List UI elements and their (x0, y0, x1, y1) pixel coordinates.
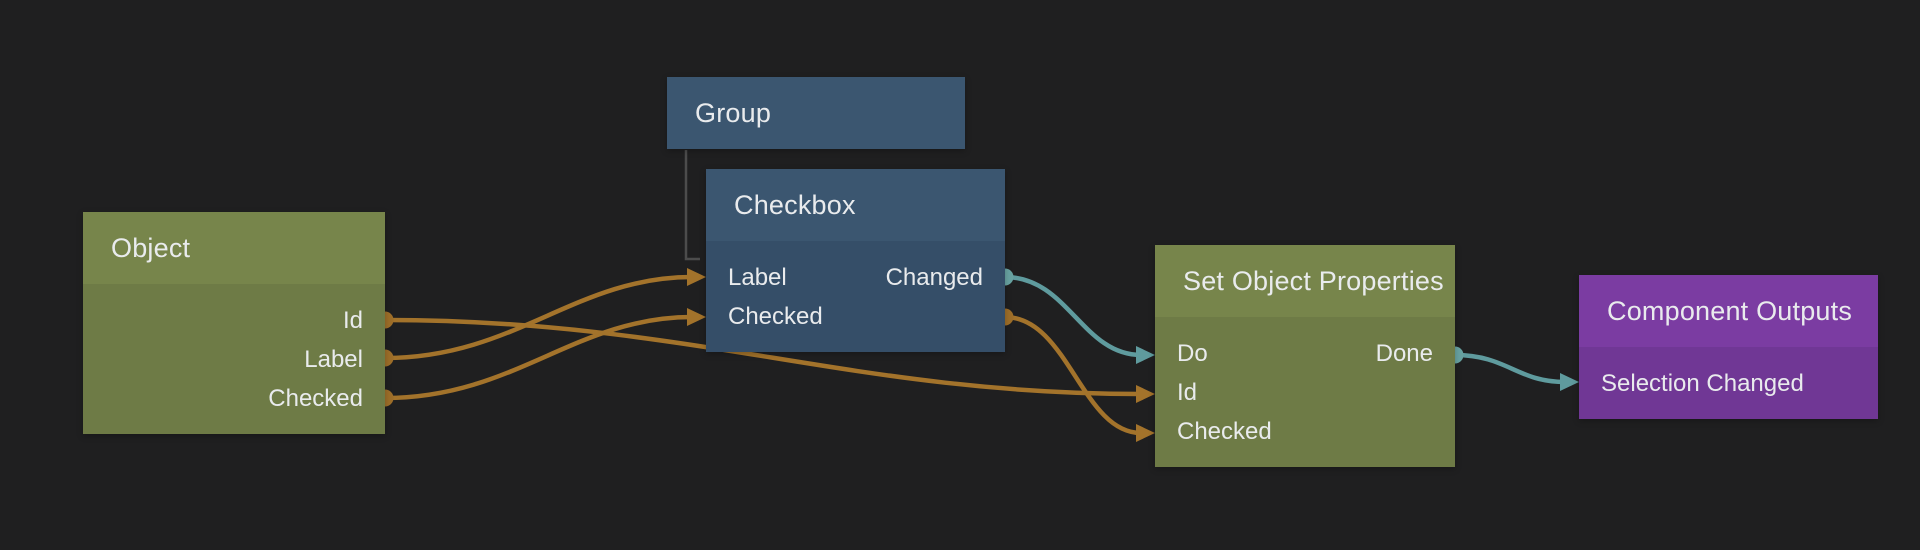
port-row: Do Done (1155, 334, 1455, 373)
port-sop-input-checked[interactable]: Checked (1177, 417, 1272, 445)
node-object-ports: Id Label Checked (83, 284, 385, 434)
port-row: Id (83, 301, 385, 340)
wire-object-checked-to-checkbox-checked[interactable] (384, 314, 693, 401)
port-object-output-checked[interactable]: Checked (268, 384, 363, 412)
wire-object-label-to-checkbox-label[interactable] (384, 274, 693, 361)
port-componentoutputs-input-selection-changed[interactable]: Selection Changed (1601, 369, 1804, 397)
node-object-header[interactable]: Object (83, 212, 385, 284)
port-object-output-id[interactable]: Id (342, 306, 363, 334)
port-sop-input-do[interactable]: Do (1177, 339, 1208, 367)
port-checkbox-output-changed[interactable]: Changed (885, 263, 983, 291)
port-sop-input-id[interactable]: Id (1177, 378, 1198, 406)
wire-checkbox-checked-to-setobjectproperties-checked[interactable] (1004, 314, 1142, 436)
port-checkbox-input-checked[interactable]: Checked (728, 302, 823, 330)
port-row: Checked (83, 379, 385, 418)
port-sop-output-done[interactable]: Done (1375, 339, 1433, 367)
node-set-object-properties-header[interactable]: Set Object Properties (1155, 245, 1455, 317)
node-checkbox-title: Checkbox (734, 189, 856, 220)
wire-arrowhead-setobjectproperties-checked (1136, 424, 1155, 442)
node-component-outputs[interactable]: Component Outputs Selection Changed (1579, 275, 1878, 419)
wire-object-id-to-setobjectproperties-id[interactable] (384, 317, 1142, 397)
port-row: Label (83, 340, 385, 379)
node-checkbox[interactable]: Checkbox Label Changed Checked (706, 169, 1005, 352)
wire-arrowhead-componentoutputs-selectionchanged (1560, 373, 1579, 391)
port-row: Checked (1155, 412, 1455, 451)
node-component-outputs-header[interactable]: Component Outputs (1579, 275, 1878, 347)
node-set-object-properties[interactable]: Set Object Properties Do Done Id Checked (1155, 245, 1455, 467)
wire-checkbox-changed-to-setobjectproperties-do[interactable] (1004, 274, 1142, 358)
node-group-title: Group (695, 97, 772, 128)
node-group-header[interactable]: Group (667, 77, 965, 149)
hierarchy-link-group-to-checkbox[interactable] (684, 150, 700, 261)
port-row: Label Changed (706, 258, 1005, 297)
node-component-outputs-title: Component Outputs (1607, 295, 1853, 326)
port-row: Checked (706, 297, 1005, 336)
wire-setobjectproperties-done-to-componentoutputs-selectionchanged[interactable] (1454, 352, 1566, 385)
node-group[interactable]: Group (667, 77, 965, 149)
port-row: Selection Changed (1579, 364, 1878, 403)
port-row: Id (1155, 373, 1455, 412)
node-set-object-properties-title: Set Object Properties (1183, 265, 1444, 296)
port-checkbox-input-label[interactable]: Label (728, 263, 787, 291)
wire-arrowhead-checkbox-label (687, 268, 706, 286)
node-object-title: Object (111, 232, 191, 263)
node-component-outputs-ports: Selection Changed (1579, 347, 1878, 419)
wire-arrowhead-setobjectproperties-do (1136, 346, 1155, 364)
wire-arrowhead-setobjectproperties-id (1136, 385, 1155, 403)
node-checkbox-header[interactable]: Checkbox (706, 169, 1005, 241)
port-object-output-label[interactable]: Label (304, 345, 363, 373)
wire-arrowhead-checkbox-checked (687, 308, 706, 326)
node-checkbox-ports: Label Changed Checked (706, 241, 1005, 352)
node-set-object-properties-ports: Do Done Id Checked (1155, 317, 1455, 467)
node-object[interactable]: Object Id Label Checked (83, 212, 385, 434)
